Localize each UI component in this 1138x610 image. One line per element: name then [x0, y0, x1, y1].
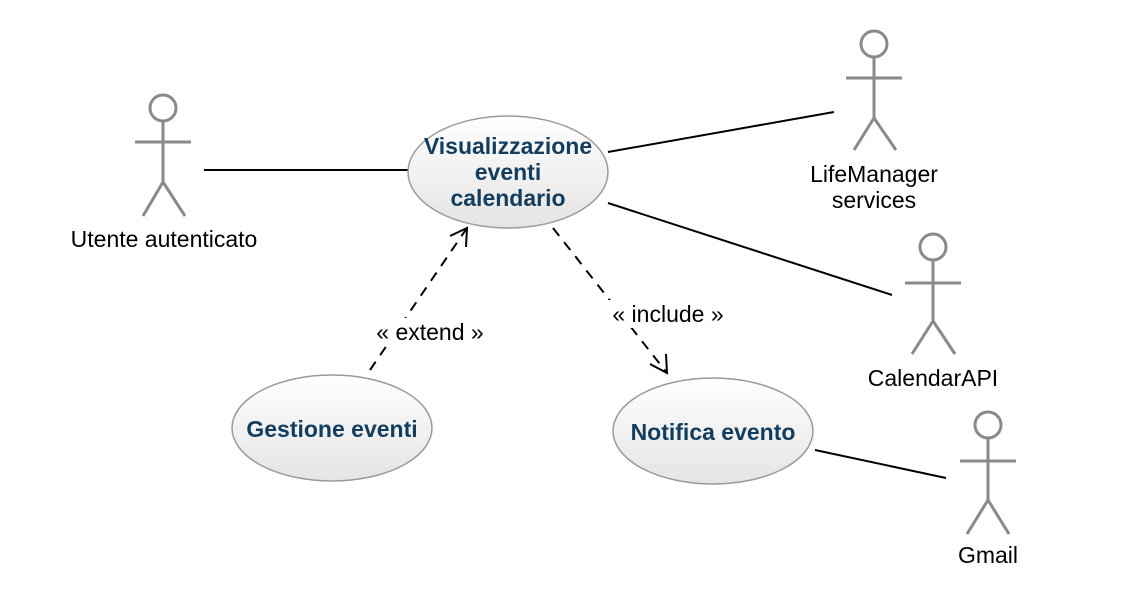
actor-calendarapi-label: CalendarAPI [868, 365, 998, 391]
extend-label-background [366, 318, 494, 346]
actor-figure-icon [905, 232, 961, 355]
association-visualizzazione-lifemanager [607, 111, 835, 153]
association-notifica-gmail [814, 449, 947, 479]
usecase-visualizzazione-eventi-calendario[interactable]: Visualizzazione eventi calendario [407, 115, 609, 229]
usecase-notifica-ellipse [612, 377, 814, 485]
usecase-visualizzazione-line3: calendario [450, 185, 565, 211]
actor-gmail-label: Gmail [958, 542, 1018, 568]
actor-figure-icon [135, 93, 191, 217]
actor-figure-icon [960, 410, 1016, 535]
extend-arrowhead [449, 226, 469, 248]
extend-dependency-line [369, 227, 468, 371]
usecase-visualizzazione-ellipse [407, 115, 609, 229]
extend-label: « extend » [376, 319, 483, 345]
actor-utente-autenticato[interactable]: Utente autenticato [71, 93, 258, 252]
actor-lifemanager-label-line1: LifeManager [810, 161, 938, 187]
actor-utente-label: Utente autenticato [71, 226, 258, 252]
usecase-notifica-evento[interactable]: Notifica evento [612, 377, 814, 485]
actor-gmail[interactable]: Gmail [958, 410, 1018, 568]
usecase-gestione-ellipse [231, 374, 433, 482]
usecase-visualizzazione-line1: Visualizzazione [424, 133, 592, 159]
usecase-visualizzazione-line2: eventi [475, 159, 541, 185]
usecase-gestione-label: Gestione eventi [246, 416, 417, 442]
include-arrowhead [649, 353, 669, 375]
usecase-notifica-label: Notifica evento [631, 419, 796, 445]
actor-figure-icon [846, 29, 902, 151]
include-label: « include » [612, 301, 723, 327]
actor-lifemanager-label-line2: services [832, 187, 916, 213]
association-visualizzazione-calendarapi [607, 202, 893, 296]
include-label-background [602, 300, 736, 328]
actor-calendarapi[interactable]: CalendarAPI [868, 232, 998, 391]
actor-lifemanager-services[interactable]: LifeManager services [810, 29, 938, 213]
usecase-gestione-eventi[interactable]: Gestione eventi [231, 374, 433, 482]
